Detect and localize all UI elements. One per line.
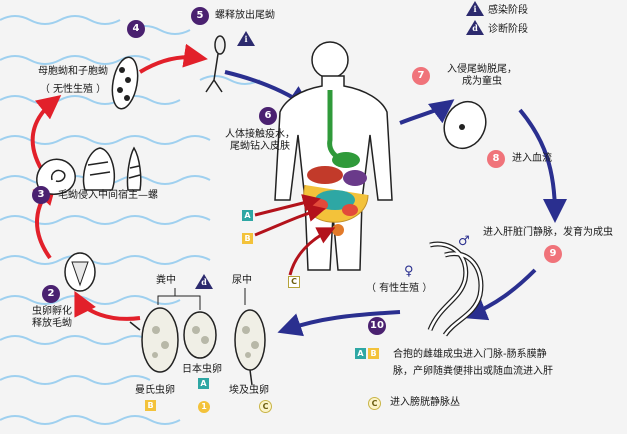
tag-b-mansoni: B — [145, 400, 156, 411]
cercaria-drawing — [205, 35, 226, 93]
tag-c-bladder: C — [368, 397, 381, 410]
tag-a-japonicum: A — [198, 378, 209, 389]
egg-inner-marks — [152, 326, 259, 358]
eggs-bracket — [157, 288, 246, 310]
arrow-to-liver-portal — [462, 268, 537, 321]
label-urine: 尿中 — [232, 275, 252, 286]
male-symbol: ♂ — [458, 234, 470, 249]
step-badge-6: 6 — [259, 107, 277, 125]
adult-worms-inner — [428, 242, 483, 336]
label-step-10: 合抱的雌雄成虫进入门脉-肠系膜静 脉，产卵随粪便排出或随血流进入肝 — [393, 346, 553, 380]
legend-diagnostic-icon: d — [466, 20, 484, 35]
sporocyst-drawing — [111, 56, 139, 110]
step-badge-9: 9 — [544, 245, 562, 263]
tag-1-japonicum: 1 — [198, 401, 210, 413]
label-step-7: 入侵尾蚴脱尾， 成为童虫 — [432, 64, 532, 88]
step-badge-2: 2 — [42, 285, 60, 303]
diagnostic-stage-marker: d — [195, 274, 213, 289]
tag-a-body: A — [242, 210, 253, 221]
label-egg-japonicum: 日本虫卵 — [182, 364, 222, 375]
label-sexual: （ 有性生殖 ） — [366, 283, 433, 294]
step-badge-7: 7 — [412, 67, 430, 85]
label-step-5: 螺释放出尾蚴 — [215, 10, 275, 21]
tag-a-step10: A — [355, 348, 366, 359]
step-badge-5: 5 — [191, 7, 209, 25]
snail-drawings — [36, 146, 142, 195]
hatching-egg-drawing — [64, 252, 96, 292]
arrow-eggs-to-hatch — [74, 290, 141, 321]
egg-drawings — [129, 307, 266, 386]
tag-b-body: B — [242, 233, 253, 244]
legend-infective-label: 感染阶段 — [488, 5, 528, 16]
label-step-3: 毛蚴侵入中间宿主—螺 — [58, 190, 158, 201]
step-badge-3: 3 — [32, 186, 50, 204]
arrow-human-to-schistosomulum — [399, 99, 455, 125]
arrow-worms-to-eggs — [277, 310, 401, 337]
cycle-arrows — [30, 43, 567, 337]
tag-c-body: C — [288, 276, 300, 288]
label-step-8: 进入血流 — [512, 153, 552, 164]
label-step-2-text: 虫卵孵化 释放毛蚴 — [32, 306, 72, 329]
legend-diagnostic-label: 诊断阶段 — [488, 24, 528, 35]
schistosomulum-drawing — [443, 100, 487, 150]
label-step-6: 人体接触疫水， 尾蚴钻入皮肤 — [205, 129, 315, 153]
label-feces: 粪中 — [156, 275, 176, 286]
adult-worms-drawing — [427, 241, 484, 337]
arrow-snail-to-sporocyst — [30, 94, 62, 177]
arrow-sporocyst-to-cercaria — [138, 43, 208, 74]
label-bladder: 进入膀胱静脉丛 — [390, 397, 460, 408]
infective-stage-marker: i — [237, 31, 255, 46]
infection-arrows — [254, 194, 336, 276]
step-badge-10: 10 — [368, 317, 386, 335]
arrow-to-bloodstream — [518, 108, 567, 223]
tag-b-step10: B — [368, 348, 379, 359]
legend-infective-icon: i — [466, 1, 484, 16]
step-badge-4: 4 — [127, 20, 145, 38]
female-symbol: ♀ — [404, 264, 414, 279]
label-asexual: （ 无性生殖 ） — [39, 84, 107, 95]
tag-c-haematobium: C — [259, 400, 272, 413]
label-step-6-text: 人体接触疫水， 尾蚴钻入皮肤 — [225, 129, 295, 152]
label-sporocysts: 母胞蚴和子胞蚴 — [38, 66, 108, 77]
label-egg-mansoni: 曼氏虫卵 — [135, 385, 175, 396]
label-step-7-text: 入侵尾蚴脱尾， 成为童虫 — [447, 64, 517, 87]
label-step-2: 虫卵孵化 释放毛蚴 — [28, 306, 76, 330]
label-step-9: 进入肝脏门静脉，发育为成虫 — [483, 227, 613, 238]
label-egg-haematobium: 埃及虫卵 — [229, 385, 269, 396]
label-step-10-text: 合抱的雌雄成虫进入门脉-肠系膜静 脉，产卵随粪便排出或随血流进入肝 — [393, 349, 553, 377]
step-badge-8: 8 — [487, 150, 505, 168]
